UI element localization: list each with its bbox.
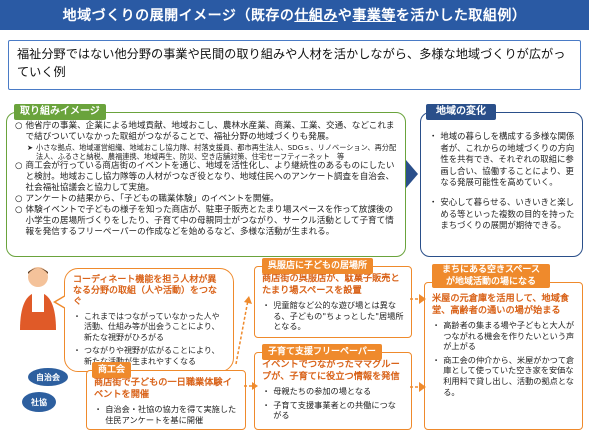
- bullet-icon: ・: [262, 300, 271, 310]
- title-part-c: を活かした取組例）: [395, 8, 527, 24]
- kosodate-item: ・ 子育て支援事業者との共働につながる: [262, 400, 404, 421]
- title-part-jigyo: 事業等: [352, 8, 396, 24]
- gofukuten-item: ・ 児童館など公的な遊び場とは異なる、子どもの"ちょっとした"居場所となる。: [262, 300, 404, 332]
- torikumi-item: ○ 体験イベントで子どもの様子を知った商店が、駐車子販売とたまり場スペースを作っ…: [15, 205, 397, 238]
- akiya-card: 米屋の元倉庫を活用して、地域食堂、高齢者の通いの場が始まる ・ 高齢者の集まる場…: [424, 282, 583, 430]
- shokokai-title: 商店街で子どもの一日職業体験イベントを開催: [94, 377, 232, 400]
- bullet-icon: ・: [432, 354, 441, 365]
- bubble-pointer-inner: [56, 296, 66, 308]
- torikumi-item: ○ 商工会が行っている商店街のイベントを通じ、地域を活性化し、より継続性のあるも…: [15, 161, 397, 194]
- akiya-text: 高齢者の集まる場や子どもと大人がつながれる機会を作りたいという声が上がる: [443, 320, 575, 352]
- bullet-icon: ・: [73, 346, 81, 356]
- coordinator-text: つながりや視野が広がることにより、新たな活動が生まれやすくなる: [84, 346, 220, 366]
- bullet-icon: ○: [15, 194, 23, 204]
- torikumi-item: ○ アンケートの結果から、「子どもの職業体験」のイベントを開催。: [15, 194, 397, 205]
- coordinator-item: ・ これまではつながっていなかった人や活動、仕組み等が出会うことにより、新たな視…: [73, 312, 225, 343]
- gofukuten-text: 児童館など公的な遊び場とは異なる、子どもの"ちょっとした"居場所となる。: [273, 300, 404, 332]
- bullet-icon: ・: [429, 131, 438, 141]
- title-part-shikumi: 仕組み: [294, 8, 338, 24]
- bullet-icon: ・: [94, 404, 103, 414]
- henka-tag: 地域の変化: [426, 104, 496, 120]
- torikumi-subitem: ➤ 小さな拠点、地域運営組織、地域おこし協力隊、村落支援員、都市再生法人、SDG…: [15, 143, 397, 161]
- kosodate-tag: 子育て支援フリーペーパー: [262, 344, 382, 360]
- page-title: 地域づくりの展開イメージ（既存の仕組みや事業等を活かした取組例）: [0, 0, 589, 30]
- arrow-right-icon: [406, 160, 418, 188]
- akiya-item: ・ 商工会の仲介から、米屋がかつて倉庫として使っていた空き家を安価な利用料で貸し…: [432, 355, 575, 397]
- arrow-bullet-icon: ➤: [27, 143, 34, 152]
- dashed-arrow-icon: [235, 296, 252, 365]
- bullet-icon: ・: [432, 320, 441, 330]
- gofukuten-tag: 呉服店に子どもの居場所: [262, 258, 374, 274]
- torikumi-tag: 取り組みイメージ: [14, 104, 106, 120]
- henka-panel: ・ 地域の暮らしを構成する多様な関係者が、これからの地域づくりの方向性を共有でき…: [420, 112, 583, 257]
- shakyo-badge: 社協: [22, 392, 56, 412]
- henka-text: 安心して暮らせる、いきいきと楽しめる等といった複数の目的を持ったまちづくりの展開…: [440, 196, 575, 231]
- torikumi-text: 他省庁の事業、企業による地域貢献、地域おこし、農林水産業、商業、工業、交通、など…: [25, 121, 395, 142]
- bullet-icon: ・: [429, 196, 438, 207]
- akiya-title: 米屋の元倉庫を活用して、地域食堂、高齢者の通いの場が始まる: [432, 293, 570, 316]
- shokokai-tag: 商工会: [92, 362, 132, 378]
- akiya-text: 商工会の仲介から、米屋がかつて倉庫として使っていた空き家を安価な利用料で貸し出し…: [443, 354, 575, 397]
- coordinator-item: ・ つながりや視野が広がることにより、新たな活動が生まれやすくなる: [73, 346, 225, 367]
- bullet-icon: ○: [15, 121, 23, 131]
- bullet-icon: ・: [262, 399, 271, 410]
- henka-item: ・ 地域の暮らしを構成する多様な関係者が、これからの地域づくりの方向性を共有でき…: [429, 131, 576, 189]
- jichikai-badge: 自治会: [28, 368, 68, 386]
- kosodate-text: 母親たちの参加の場となる: [273, 386, 372, 396]
- title-part-a: 地域づくりの展開イメージ（既存の: [62, 8, 295, 24]
- torikumi-text: 商工会が行っている商店街のイベントを通じ、地域を活性化し、より継続性のあるものに…: [25, 161, 395, 193]
- dashed-arrow-icon: [244, 382, 258, 390]
- gofukuten-card: 商店街の呉服店が、駄菓子販売とたまり場スペースを設置 ・ 児童館など公的な遊び場…: [254, 266, 412, 338]
- kosodate-text: 子育て支援事業者との共働につながる: [273, 399, 396, 421]
- dashed-arrow-icon: [410, 382, 426, 392]
- subtitle-box: 福祉分野ではない他分野の事業や民間の取り組みや人材を活かしながら、多様な地域づく…: [8, 40, 581, 90]
- title-part-b: や: [337, 8, 353, 24]
- torikumi-text: アンケートの結果から、「子どもの職業体験」のイベントを開催。: [25, 194, 279, 204]
- shokokai-item: ・ 自治会・社協の協力を得て実施した住民アンケートを基に開催: [94, 404, 238, 425]
- torikumi-panel: ○ 他省庁の事業、企業による地域貢献、地域おこし、農林水産業、商業、工業、交通、…: [6, 112, 406, 257]
- kosodate-title: イベントでつながったママグループが、子育てに役立つ情報を発信: [262, 359, 400, 382]
- coordinator-bubble: コーディネート機能を担う人材が異なる分野の取組（人や活動）をつなぐ ・ これまで…: [53, 268, 234, 372]
- torikumi-text: 体験イベントで子どもの様子を知った商店が、駐車子販売とたまり場スペースを作って放…: [25, 205, 394, 237]
- henka-text: 地域の暮らしを構成する多様な関係者が、これからの地域づくりの方向性を共有でき、そ…: [440, 131, 575, 188]
- coordinator-title: コーディネート機能を担う人材が異なる分野の取組（人や活動）をつなぐ: [73, 275, 218, 307]
- shokokai-card: 商店街で子どもの一日職業体験イベントを開催 ・ 自治会・社協の協力を得て実施した…: [86, 370, 246, 430]
- bullet-icon: ○: [15, 161, 23, 171]
- bullet-icon: ・: [262, 386, 271, 396]
- shokokai-text: 自治会・社協の協力を得て実施した住民アンケートを基に開催: [105, 404, 237, 425]
- akiya-item: ・ 高齢者の集まる場や子どもと大人がつながれる機会を作りたいという声が上がる: [432, 320, 575, 352]
- bullet-icon: ・: [73, 312, 81, 321]
- bullet-icon: ○: [15, 205, 23, 215]
- kosodate-card: イベントでつながったママグループが、子育てに役立つ情報を発信 ・ 母親たちの参加…: [254, 352, 412, 430]
- kosodate-item: ・ 母親たちの参加の場となる: [262, 386, 404, 397]
- gofukuten-title: 商店街の呉服店が、駄菓子販売とたまり場スペースを設置: [262, 273, 400, 296]
- coordinator-text: これまではつながっていなかった人や活動、仕組み等が出会うことにより、新たな視野が…: [84, 312, 220, 342]
- coordinator-person-icon: [20, 267, 56, 330]
- torikumi-item: ○ 他省庁の事業、企業による地域貢献、地域おこし、農林水産業、商業、工業、交通、…: [15, 121, 397, 143]
- torikumi-subtext: 小さな拠点、地域運営組織、地域おこし協力隊、村落支援員、都市再生法人、SDGｓ、…: [36, 143, 397, 161]
- akiya-tag: まちにある空きスペースが地域活動の場になる: [432, 264, 550, 288]
- henka-item: ・ 安心して暮らせる、いきいきと楽しめる等といった複数の目的を持ったまちづくりの…: [429, 197, 576, 232]
- dashed-arrow-icon: [410, 294, 426, 304]
